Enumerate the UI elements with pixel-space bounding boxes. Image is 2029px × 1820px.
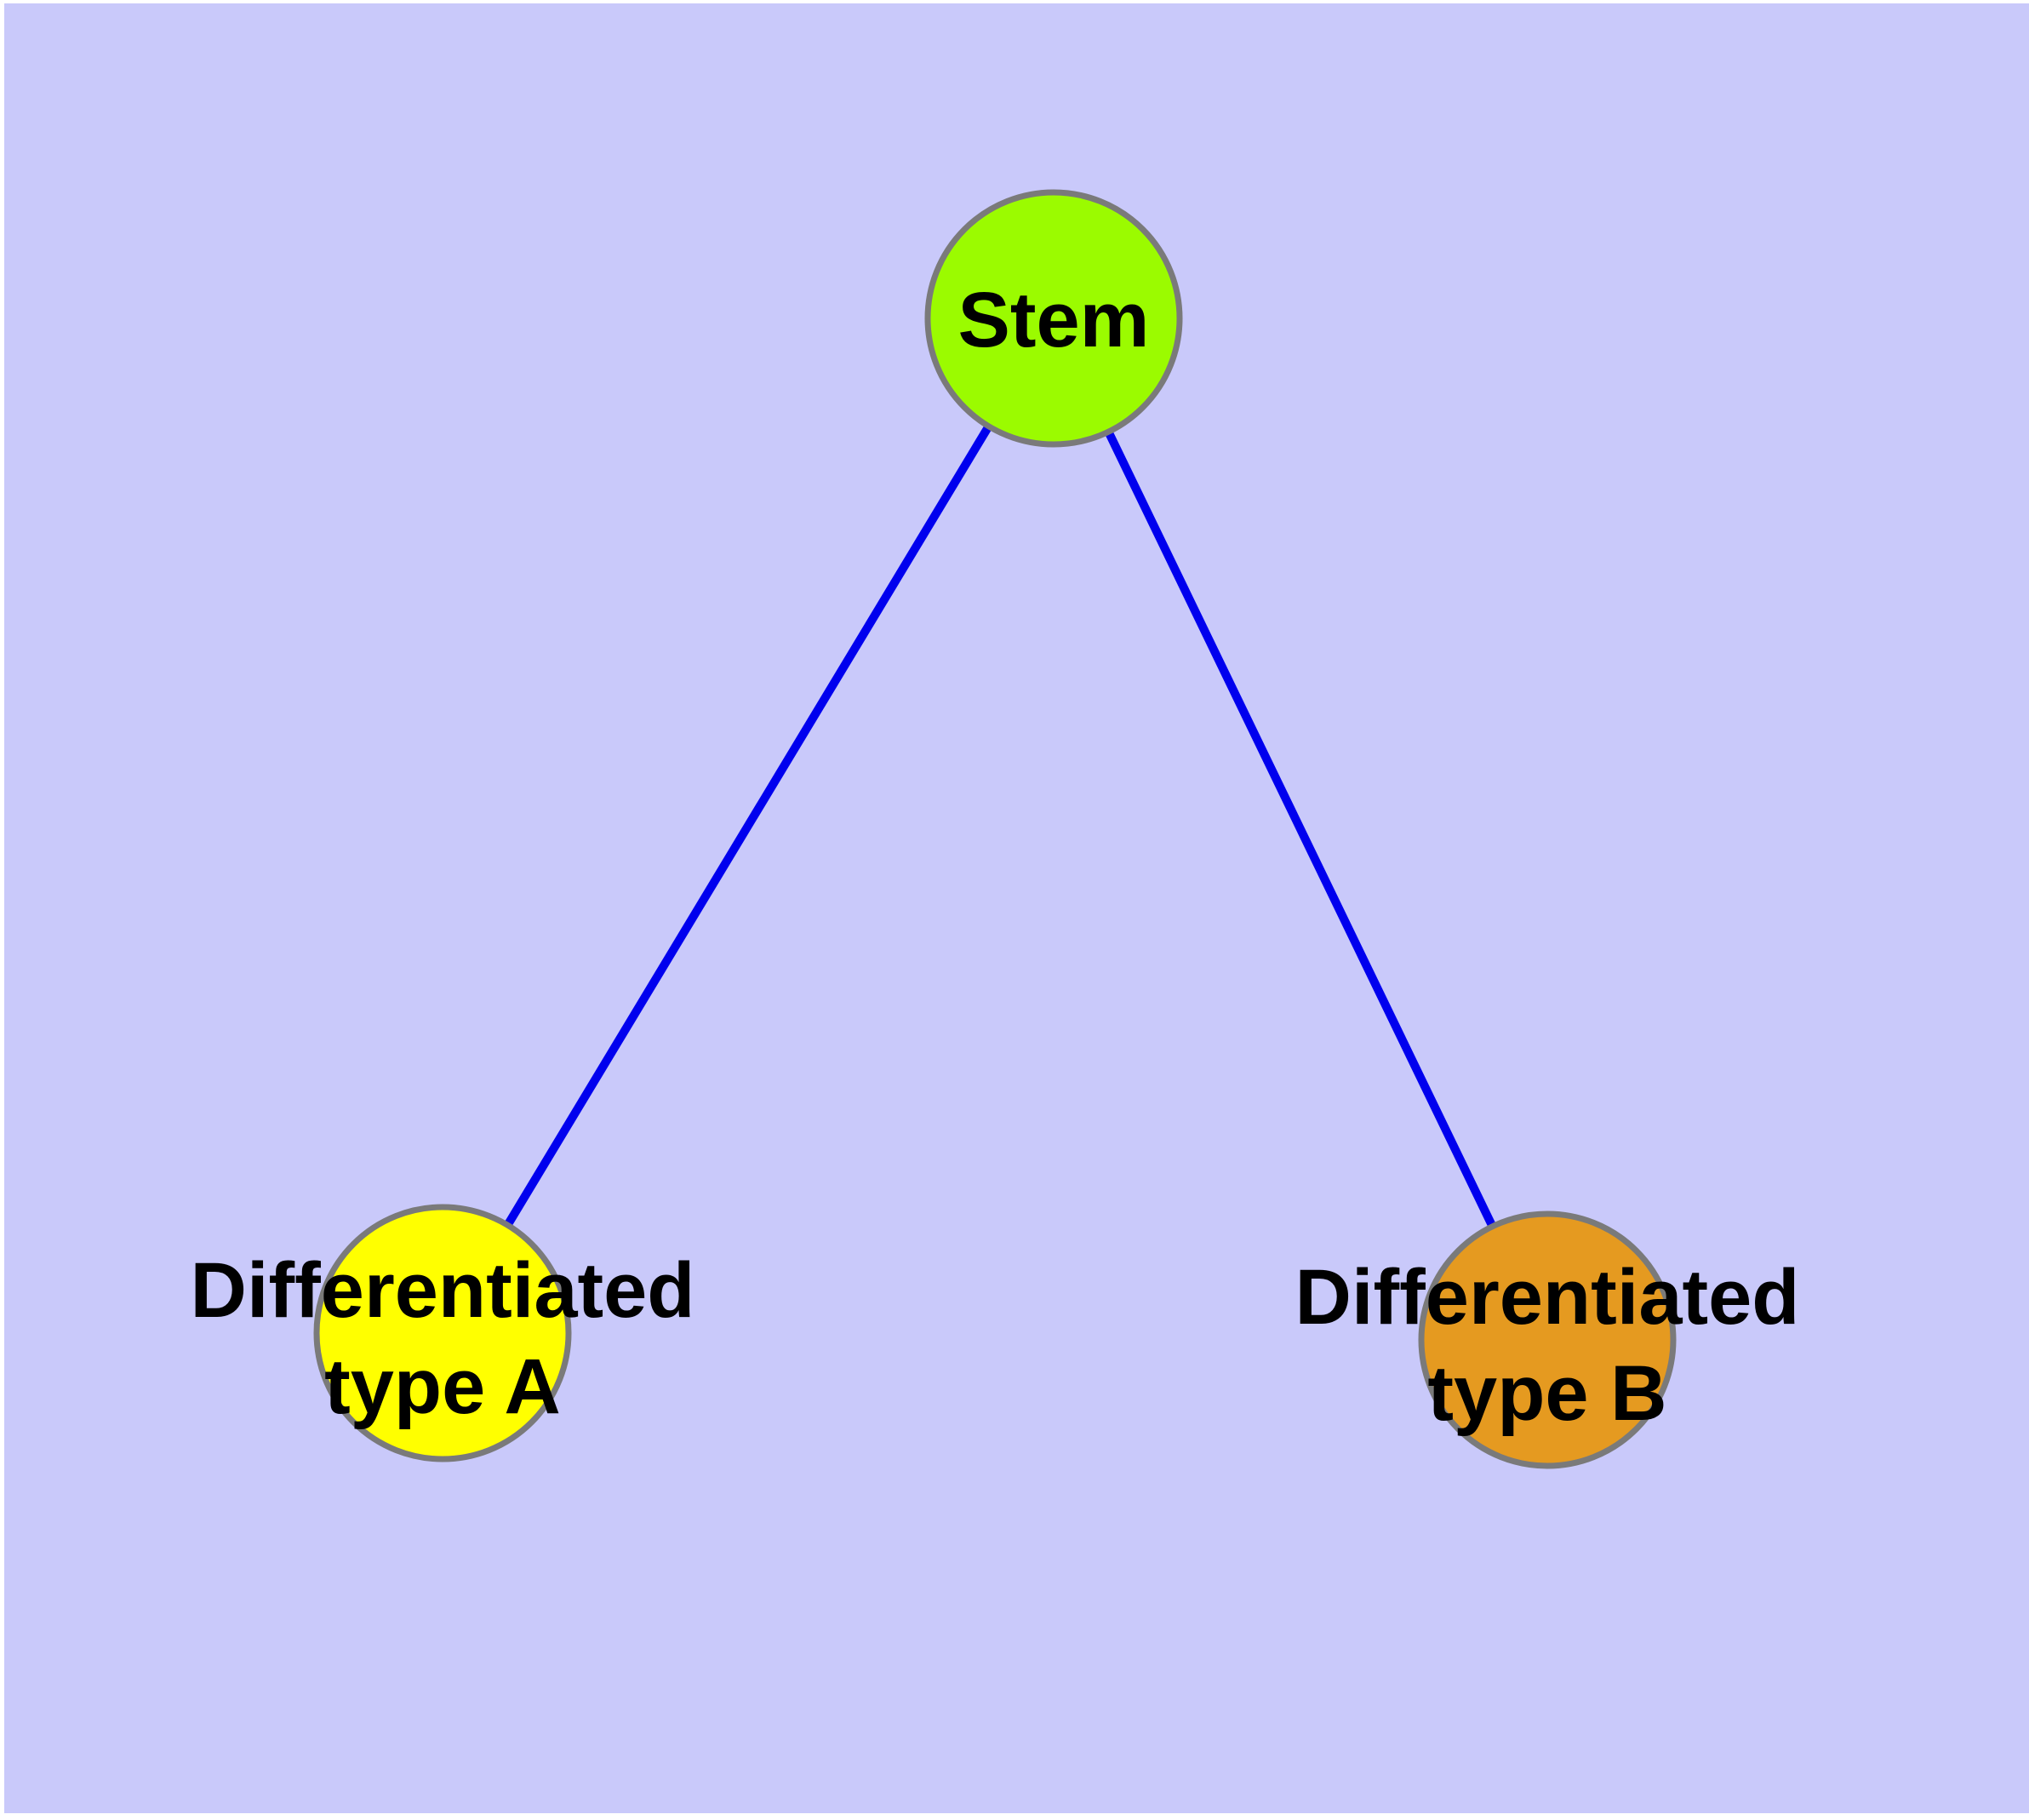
- node-stem-circle: [924, 189, 1183, 448]
- node-differentiated-type-a-circle: [313, 1204, 572, 1462]
- node-differentiated-type-b-label-line1: Differentiated: [1295, 1254, 1800, 1341]
- node-differentiated-type-b-circle: [1418, 1210, 1677, 1469]
- node-differentiated-type-b-label-line2: type B: [1427, 1350, 1666, 1437]
- node-stem: Stem: [924, 189, 1183, 448]
- edge-stem-to-type-b: [1049, 316, 1552, 1342]
- node-differentiated-type-b: Differentiated type B: [1295, 1210, 1800, 1469]
- node-differentiated-type-a-label-line2: type A: [324, 1343, 561, 1430]
- node-stem-label: Stem: [958, 277, 1150, 363]
- node-differentiated-type-a: Differentiated type A: [191, 1204, 695, 1462]
- node-differentiated-type-a-label-line1: Differentiated: [191, 1247, 695, 1334]
- edge-stem-to-type-a: [438, 316, 1058, 1336]
